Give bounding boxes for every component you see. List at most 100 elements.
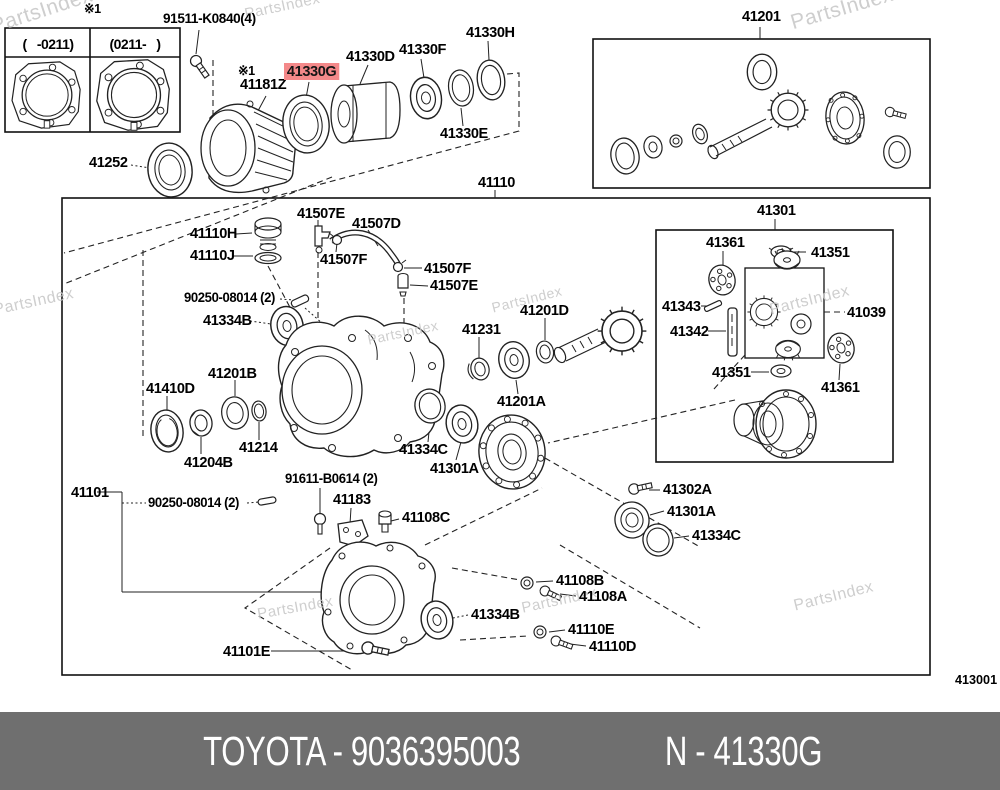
footer-banner: TOYOTA - 9036395003 N - 41330G [0,712,1000,790]
part-drawing-41231 [467,357,490,381]
part-label-41361[interactable]: 41361 [706,234,745,251]
part-drawing-bottom-case [320,541,436,655]
part-drawing-41343 [703,299,723,313]
part-label-41330g[interactable]: 41330G [284,63,340,80]
part-drawing-91611-bolt [313,512,327,535]
part-drawing-41507f-1 [328,232,343,246]
part-drawing-41110j [254,251,282,265]
part-drawing-carrier-case [277,315,445,458]
part-drawing-41108c [378,510,392,533]
part-drawing-41110h [254,217,282,251]
part-label-41334b[interactable]: 41334B [471,606,520,623]
frame-boxes [4,27,931,676]
part-label-41252[interactable]: 41252 [89,154,128,171]
part-label-41301[interactable]: 41301 [757,202,796,219]
part-label-41183[interactable]: 41183 [333,491,371,508]
part-label-41108a[interactable]: 41108A [579,588,627,605]
part-drawing-drive-pinion [553,305,648,364]
part-label-41302a[interactable]: 41302A [663,481,712,498]
part-drawing-41201a-pinion [495,338,533,382]
part-label-41330e[interactable]: 41330E [440,125,488,142]
part-drawing-41334c-left [414,388,446,424]
part-label-41201d[interactable]: 41201D [520,302,569,319]
part-label-90250-08014-2[interactable]: 90250-08014 (2) [148,495,240,510]
part-label-41181z[interactable]: 41181Z [240,76,287,93]
part-drawing-41507f-2 [392,259,407,273]
leader-lines [97,27,841,652]
part-label-41334c[interactable]: 41334C [399,441,448,458]
part-label-41201b[interactable]: 41201B [208,365,257,382]
part-drawing-41334c-right [642,523,674,557]
part-drawing-41507e-2 [397,272,409,297]
part-label-91611-b0614-2[interactable]: 91611-B0614 (2) [285,471,378,486]
footer-reference-code: N - 41330G [665,727,823,774]
part-label-41108c[interactable]: 41108C [402,509,450,526]
part-drawing-41342 [727,307,738,357]
variant-header-late: (0211- ) [109,35,161,52]
part-label-41108b[interactable]: 41108B [556,572,604,589]
part-label-41507d[interactable]: 41507D [352,215,401,232]
part-drawing-41334b-lower [416,597,458,643]
part-label-41110e[interactable]: 41110E [568,621,615,638]
part-drawing-41330f [407,74,445,122]
part-label-41330h[interactable]: 41330H [466,24,515,41]
part-label-41334b[interactable]: 41334B [203,312,252,329]
part-label-41301a[interactable]: 41301A [430,460,479,477]
part-label-41351[interactable]: 41351 [712,364,751,381]
part-drawing-41330g [282,94,330,154]
part-label-41214[interactable]: 41214 [239,439,278,456]
part-drawing-41334b-upper [267,303,307,349]
part-label-41330d[interactable]: 41330D [346,48,395,65]
part-drawing-41301a-left [441,401,483,447]
part-drawing-41214 [251,400,267,422]
part-drawing-41183 [337,519,369,547]
code-label-413001: 413001 [955,672,998,687]
part-label-41507e[interactable]: 41507E [430,277,478,294]
note-label-1: ※1 [238,63,255,78]
part-label-41507f[interactable]: 41507F [424,260,472,277]
part-drawing-41301a-right [614,501,650,539]
part-label-41110d[interactable]: 41110D [589,638,637,655]
part-drawing-41351-bottom [770,364,792,378]
part-label-41343[interactable]: 41343 [662,298,701,315]
part-drawing-41507e-1 [314,225,331,254]
part-label-41231[interactable]: 41231 [462,321,501,338]
part-label-41110[interactable]: 41110 [478,174,515,191]
part-label-41301a[interactable]: 41301A [667,503,716,520]
part-drawing-90250-pin-1 [290,294,310,308]
part-label-41204b[interactable]: 41204B [184,454,233,471]
part-label-41507f[interactable]: 41507F [320,251,368,268]
part-label-41101[interactable]: 41101 [71,484,109,501]
part-drawing-41252 [147,142,193,198]
dotted-leader-lines [122,164,469,619]
part-drawing-41201d [535,340,555,364]
part-label-41110j[interactable]: 41110J [190,247,235,264]
part-label-91511-k0840-4[interactable]: 91511-K0840(4) [163,10,256,26]
part-drawing-diff-case [733,389,817,459]
part-label-41342[interactable]: 41342 [670,323,709,340]
part-label-41334c[interactable]: 41334C [692,527,741,544]
part-drawing-41410d [150,409,184,453]
part-label-90250-08014-2[interactable]: 90250-08014 (2) [184,290,276,305]
footer-brand-part-number: TOYOTA - 9036395003 [202,727,521,774]
part-drawing-ring-gear [478,414,546,490]
part-label-41110h[interactable]: 41110H [190,225,238,242]
part-label-41330f[interactable]: 41330F [399,41,447,58]
part-drawing-41330d [330,81,401,144]
part-label-41039[interactable]: 41039 [847,304,886,321]
part-label-41410d[interactable]: 41410D [146,380,195,397]
part-label-41201a[interactable]: 41201A [497,393,546,410]
part-label-41361[interactable]: 41361 [821,379,860,396]
note-label-1: ※1 [84,1,101,16]
diagram-artwork [4,27,931,676]
part-drawing-41039-gears [746,247,812,361]
part-drawing-41181z [200,100,297,194]
part-label-41351[interactable]: 41351 [811,244,850,261]
part-label-41101e[interactable]: 41101E [223,643,271,660]
part-drawing-41204b [189,409,213,437]
part-label-41507e[interactable]: 41507E [297,205,345,222]
part-label-41201[interactable]: 41201 [742,8,781,25]
part-drawing-41201-set [610,53,911,175]
